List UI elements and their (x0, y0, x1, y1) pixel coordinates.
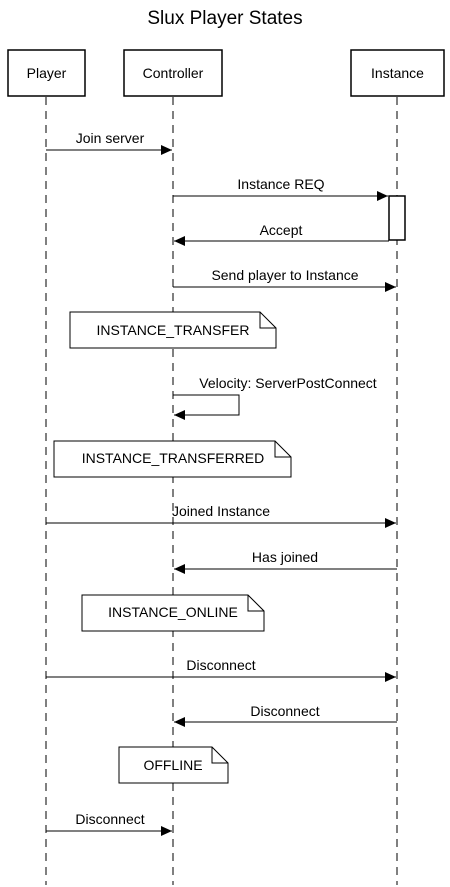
participant-instance-label: Instance (371, 65, 424, 81)
message-join-server: Join server (46, 130, 172, 155)
participant-controller: Controller (123, 49, 223, 97)
message-has-joined: Has joined (174, 549, 397, 574)
message-disconnect-player-instance: Disconnect (46, 657, 396, 682)
note-offline-label: OFFLINE (143, 757, 202, 773)
participant-player: Player (7, 49, 86, 97)
message-disconnect-player-instance-label: Disconnect (186, 657, 255, 673)
participant-controller-label: Controller (143, 65, 204, 81)
message-has-joined-label: Has joined (252, 549, 318, 565)
message-velocity-serverpostconnect-label: Velocity: ServerPostConnect (199, 375, 377, 391)
message-join-server-label: Join server (76, 130, 145, 146)
message-disconnect-instance-controller-label: Disconnect (250, 703, 319, 719)
message-joined-instance-label: Joined Instance (172, 503, 270, 519)
note-instance-online: INSTANCE_ONLINE (81, 594, 265, 632)
message-disconnect-player-controller-label: Disconnect (75, 811, 144, 827)
note-instance-transfer-label: INSTANCE_TRANSFER (97, 322, 250, 338)
activation-bar-instance (388, 195, 406, 241)
message-disconnect-player-controller: Disconnect (46, 811, 172, 836)
note-instance-transfer: INSTANCE_TRANSFER (69, 311, 277, 349)
message-disconnect-instance-controller: Disconnect (174, 703, 397, 727)
message-instance-req-label: Instance REQ (237, 176, 324, 192)
message-send-player-to-instance: Send player to Instance (173, 267, 396, 292)
note-instance-transferred: INSTANCE_TRANSFERRED (53, 440, 292, 478)
note-instance-transferred-label: INSTANCE_TRANSFERRED (82, 450, 265, 466)
participant-instance: Instance (350, 49, 445, 97)
message-velocity-serverpostconnect: Velocity: ServerPostConnect (173, 375, 377, 420)
message-joined-instance: Joined Instance (46, 503, 396, 528)
message-instance-req: Instance REQ (173, 176, 388, 201)
diagram-title: Slux Player States (147, 8, 302, 29)
message-accept: Accept (174, 222, 389, 246)
participant-player-label: Player (27, 65, 67, 81)
message-accept-label: Accept (260, 222, 303, 238)
note-offline: OFFLINE (118, 746, 229, 784)
message-send-player-to-instance-label: Send player to Instance (211, 267, 358, 283)
note-instance-online-label: INSTANCE_ONLINE (108, 604, 238, 620)
